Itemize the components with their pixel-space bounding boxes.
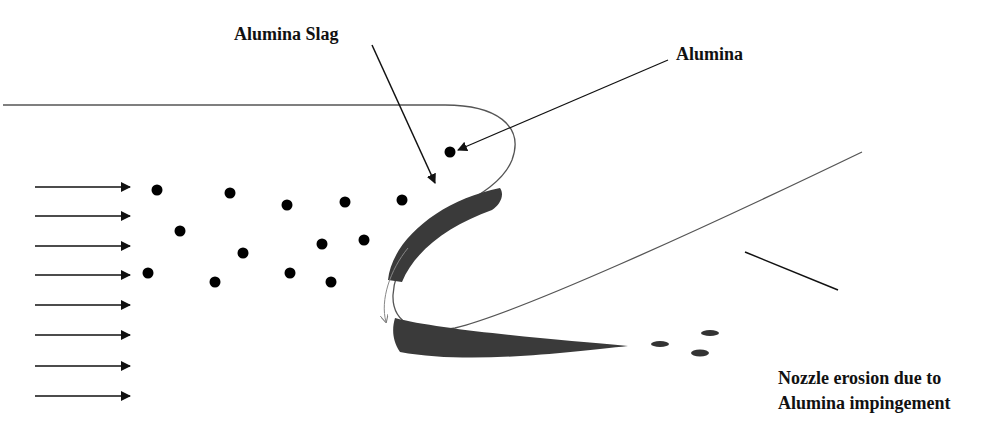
leader-line xyxy=(372,45,435,183)
alumina-particle xyxy=(340,197,351,208)
nozzle-outline xyxy=(3,105,862,330)
flow-arrow xyxy=(35,215,130,217)
alumina-particle xyxy=(397,195,408,206)
lower-slag xyxy=(393,318,628,358)
alumina-particle xyxy=(445,147,456,158)
upper-slag xyxy=(388,188,502,282)
leader-line xyxy=(458,60,668,150)
alumina-particle xyxy=(285,268,296,279)
alumina-particle xyxy=(210,277,221,288)
alumina-label: Alumina xyxy=(676,42,826,67)
leader-line xyxy=(745,252,838,290)
flow-arrow xyxy=(35,365,130,367)
flow-arrows xyxy=(35,187,130,396)
flow-curve xyxy=(384,248,408,322)
flow-arrow xyxy=(35,274,130,276)
alumina-particle xyxy=(152,185,163,196)
alumina-particle xyxy=(175,226,186,237)
alumina-particle xyxy=(143,268,154,279)
flow-arrow xyxy=(35,245,130,247)
alumina-particle xyxy=(282,200,293,211)
flow-arrow xyxy=(35,304,130,306)
slag-label: Alumina Slag xyxy=(234,22,434,47)
alumina-particle xyxy=(225,188,236,199)
alumina-particle xyxy=(238,248,249,259)
flow-arrow xyxy=(35,395,130,397)
flow-arrow xyxy=(35,334,130,336)
alumina-particle xyxy=(359,235,370,246)
flow-arrow xyxy=(35,186,130,188)
alumina-particles xyxy=(143,147,456,288)
alumina-particle xyxy=(326,277,337,288)
alumina-particle xyxy=(317,239,328,250)
eroded-fragments xyxy=(651,330,719,357)
erosion-label: Nozzle erosion due to Alumina impingemen… xyxy=(778,366,958,416)
